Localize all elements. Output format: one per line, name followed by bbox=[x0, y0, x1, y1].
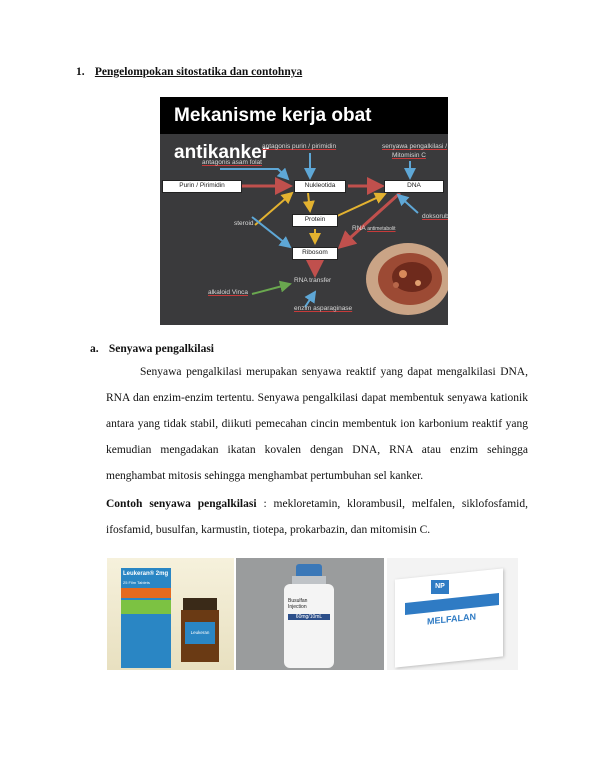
leukeran-photo: Leukeran® 2mg 25 Film Tablets Leukeran bbox=[107, 558, 234, 670]
examples-paragraph: Contoh senyawa pengalkilasi : mekloretam… bbox=[106, 491, 528, 543]
mechanism-figure: Mekanisme kerja obat antikanker bbox=[160, 97, 448, 325]
label-doksorubisin: doksorubisin bbox=[422, 213, 448, 220]
label-antagonis-folat: antagonis asam folat bbox=[202, 159, 262, 166]
arrow-nukleotida-protein bbox=[302, 192, 315, 213]
figure-title: Mekanisme kerja obat antikanker bbox=[160, 97, 448, 163]
box-ribosom: Ribosom bbox=[292, 247, 338, 260]
leukeran-sub: 25 Film Tablets bbox=[123, 580, 150, 585]
heading-number: 1. bbox=[76, 66, 85, 78]
arrow-steroid-blue bbox=[251, 216, 292, 249]
figure-arrows bbox=[220, 153, 448, 315]
label-rna: RNA antimetabolit bbox=[352, 225, 396, 232]
arrow-alkaloid bbox=[251, 280, 292, 295]
box-nukleotida: Nukleotida bbox=[294, 180, 346, 193]
subsection-heading: a. Senyawa pengalkilasi bbox=[90, 343, 214, 355]
box-protein: Protein bbox=[292, 214, 338, 227]
arrow-antagonis-folat bbox=[220, 167, 290, 181]
leukeran-bottle-label: Leukeran bbox=[185, 622, 215, 644]
body-text: Senyawa pengalkilasi merupakan senyawa r… bbox=[106, 359, 528, 543]
arrow-steroid bbox=[254, 191, 294, 226]
label-alkaloid: alkaloid Vinca bbox=[208, 289, 248, 296]
subsection-title: Senyawa pengalkilasi bbox=[108, 343, 214, 355]
examples-label: Contoh senyawa pengalkilasi bbox=[106, 498, 257, 510]
leukeran-brand: Leukeran® 2mg bbox=[123, 571, 169, 577]
label-mitomisin: Mitomisin C bbox=[392, 152, 426, 159]
arrow-dna-ribosom bbox=[337, 191, 402, 250]
melfalan-photo: NP MELFALAN bbox=[387, 558, 518, 670]
busulfan-strength: 60mg/10mL bbox=[288, 614, 330, 620]
heading-text: Pengelompokan sitostatika dan contohnya bbox=[94, 66, 303, 78]
box-dna: DNA bbox=[384, 180, 444, 193]
subsection-marker: a. bbox=[90, 343, 99, 355]
paragraph: Senyawa pengalkilasi merupakan senyawa r… bbox=[106, 366, 528, 482]
arrow-enzim bbox=[304, 290, 317, 308]
arrow-protein-dna bbox=[334, 192, 387, 218]
label-rna-transfer: RNA transfer bbox=[294, 277, 332, 284]
label-steroid: steroid bbox=[234, 220, 254, 227]
box-purin: Purin / Pirimidin bbox=[162, 180, 242, 193]
melfalan-logo: NP bbox=[431, 580, 449, 594]
section-heading-1: 1. Pengelompokan sitostatika dan contohn… bbox=[76, 66, 302, 78]
arrow-doksorubisin bbox=[396, 193, 419, 214]
label-antagonis-purin: antagonis purin / pirimidin bbox=[262, 143, 337, 150]
label-pengalkilasi: senyawa pengalkilasi / bbox=[382, 143, 448, 150]
label-enzim: enzim asparaginase bbox=[294, 305, 353, 312]
examples-text: : mekloretamin, klorambusil, melfalen, s… bbox=[106, 498, 528, 536]
